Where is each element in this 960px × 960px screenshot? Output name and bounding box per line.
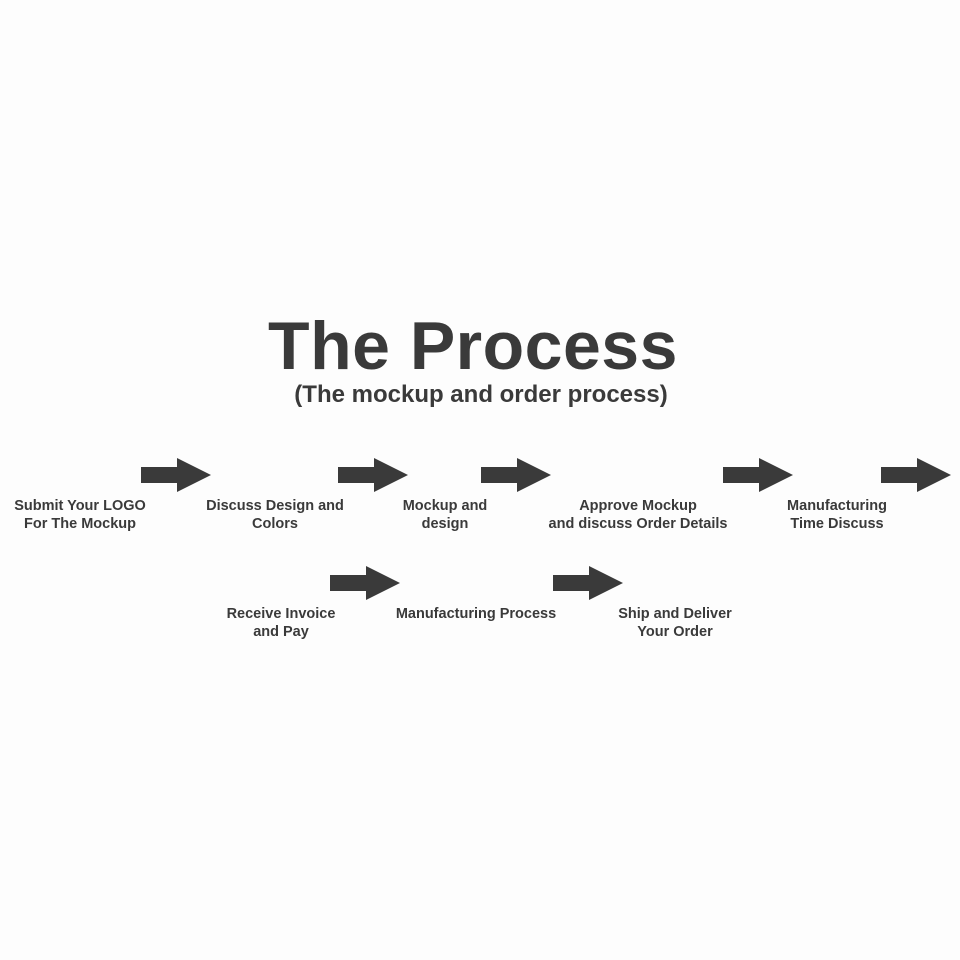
right-arrow-icon — [141, 458, 211, 492]
step-approve-mockup: Approve Mockup and discuss Order Details — [548, 498, 728, 532]
step-mockup-design: Mockup and design — [402, 498, 488, 532]
step-discuss-design: Discuss Design and Colors — [206, 498, 344, 532]
right-arrow-icon — [553, 566, 623, 600]
step-manufacturing-process: Manufacturing Process — [395, 606, 557, 622]
right-arrow-icon — [881, 458, 951, 492]
step-manufacturing-time: Manufacturing Time Discuss — [787, 498, 887, 532]
right-arrow-icon — [723, 458, 793, 492]
step-submit-logo: Submit Your LOGO For The Mockup — [14, 498, 146, 532]
right-arrow-icon — [481, 458, 551, 492]
right-arrow-icon — [330, 566, 400, 600]
right-arrow-icon — [338, 458, 408, 492]
page-title: The Process — [268, 308, 678, 384]
page-subtitle: (The mockup and order process) — [294, 381, 668, 408]
step-receive-invoice: Receive Invoice and Pay — [226, 606, 336, 640]
step-ship-deliver: Ship and Deliver Your Order — [618, 606, 732, 640]
